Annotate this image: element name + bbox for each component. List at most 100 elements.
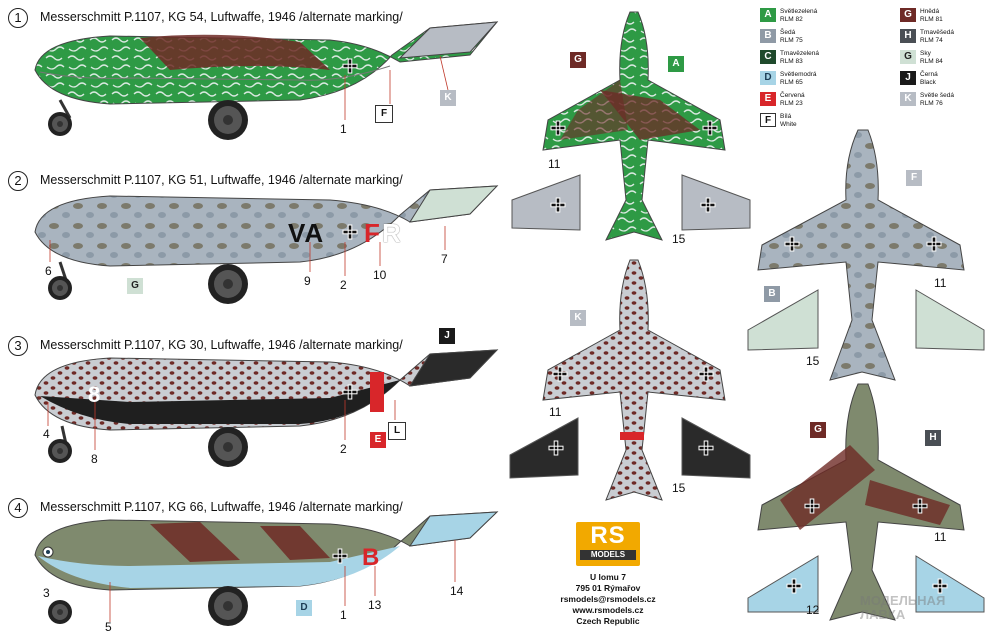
profile-3-number: 3 <box>8 336 28 356</box>
callout-3: 3 <box>43 586 50 600</box>
legend-code: RLM 76 <box>920 99 943 107</box>
legend-code: RLM 23 <box>780 99 803 107</box>
callout-13: 13 <box>368 598 382 612</box>
callout-10: 10 <box>373 268 387 282</box>
callout-1: 1 <box>340 122 347 136</box>
legend-code: RLM 74 <box>920 36 943 44</box>
fuselage-code-left: VA <box>288 218 325 248</box>
address-country: Czech Republic <box>576 616 640 626</box>
nose-number: 8 <box>88 382 101 407</box>
address-email: rsmodels@rsmodels.cz <box>560 594 656 604</box>
legend-label: Tmavězelená <box>780 50 820 57</box>
callout-14: 14 <box>450 584 464 598</box>
profile-1-aircraft <box>34 21 499 140</box>
legend-label: Tmavěšedá <box>920 29 954 36</box>
top1-badge-A: A <box>668 56 684 72</box>
address-web: www.rsmodels.cz <box>572 605 644 615</box>
color-badge-J: J <box>439 328 455 344</box>
legend-code: RLM 65 <box>780 78 803 86</box>
address-street: U lomu 7 <box>590 572 626 582</box>
top4-badge-H: H <box>925 430 941 446</box>
leader-lines <box>47 55 456 622</box>
legend-label: Bílá <box>780 113 792 120</box>
legend-label: Červená <box>780 92 805 99</box>
legend-label: Šedá <box>780 29 796 36</box>
callout-6: 6 <box>45 264 52 278</box>
legend-code: RLM 82 <box>780 15 803 23</box>
color-badge-E: E <box>370 432 386 448</box>
topview-1-aircraft <box>511 11 751 241</box>
callout-5: 5 <box>105 620 112 634</box>
fuselage-code-right-1: F <box>364 218 380 248</box>
profile-2-title: Messerschmitt P.1107, KG 51, Luftwaffe, … <box>40 173 403 187</box>
profile-4-number: 4 <box>8 498 28 518</box>
legend-code: RLM 83 <box>780 57 803 65</box>
top3-callout-11: 11 <box>934 276 947 290</box>
top1-badge-G: G <box>570 52 586 68</box>
callout-9: 9 <box>304 274 311 288</box>
topview-3-aircraft <box>747 129 985 381</box>
legend-swatch: D <box>760 71 776 85</box>
legend-code: RLM 84 <box>920 57 943 65</box>
profile-4-aircraft <box>34 511 499 626</box>
watermark: МОДЕЛЬНАЯ ЛАВКА <box>860 593 946 622</box>
legend-code: Black <box>920 78 936 86</box>
legend-swatch: J <box>900 71 916 85</box>
legend-code: White <box>780 120 797 128</box>
color-badge-D: D <box>296 600 312 616</box>
top3-badge-F: F <box>906 170 922 186</box>
callout-2b: 2 <box>340 442 347 456</box>
legend-label: Sky <box>920 50 931 57</box>
top3-callout-15: 15 <box>806 354 820 368</box>
rs-models-logo: RS MODELS <box>576 522 640 566</box>
legend-label: Světlemodrá <box>780 71 817 78</box>
legend-swatch: H <box>900 29 916 43</box>
topview-2-aircraft <box>509 259 751 501</box>
color-badge-G: G <box>127 278 143 294</box>
top1-callout-11: 11 <box>548 157 561 171</box>
profile-3-title: Messerschmitt P.1107, KG 30, Luftwaffe, … <box>40 338 403 352</box>
legend-swatch: K <box>900 92 916 106</box>
logo-models: MODELS <box>580 550 636 560</box>
address-city: 795 01 Rýmařov <box>575 583 641 593</box>
callout-7: 7 <box>441 252 448 266</box>
callout-8: 8 <box>91 452 98 466</box>
topview-4-aircraft <box>747 383 985 621</box>
legend-swatch: G <box>900 50 916 64</box>
company-address: U lomu 7 795 01 Rýmařov rsmodels@rsmodel… <box>548 572 668 627</box>
legend-swatch: E <box>760 92 776 106</box>
profile-4-title: Messerschmitt P.1107, KG 66, Luftwaffe, … <box>40 500 403 514</box>
top4-callout-12: 12 <box>806 603 820 617</box>
legend-code: RLM 75 <box>780 36 803 44</box>
profile-1-title: Messerschmitt P.1107, KG 54, Luftwaffe, … <box>40 10 403 24</box>
legend-swatch: A <box>760 8 776 22</box>
top3-badge-B: B <box>764 286 780 302</box>
profile-1-number: 1 <box>8 8 28 28</box>
logo-rs: RS <box>590 522 626 549</box>
top2-callout-15: 15 <box>672 481 686 495</box>
top4-badge-G: G <box>810 422 826 438</box>
callout-2: 2 <box>340 278 347 292</box>
callout-1b: 1 <box>340 608 347 622</box>
color-badge-F: F <box>375 105 393 123</box>
top2-badge-K: K <box>570 310 586 326</box>
top2-callout-11: 11 <box>549 405 562 419</box>
fuselage-code-right-2: R <box>382 218 401 248</box>
legend-label: Světlezelená <box>780 8 818 15</box>
legend-code: RLM 81 <box>920 15 943 23</box>
fuselage-letter-B: B <box>362 544 380 571</box>
top4-callout-11: 11 <box>934 530 947 544</box>
profile-3-aircraft <box>34 349 499 467</box>
color-badge-K: K <box>440 90 456 106</box>
profile-2-number: 2 <box>8 171 28 191</box>
profile-2-aircraft <box>34 185 499 304</box>
legend-swatch: G <box>900 8 916 22</box>
legend-label: Světle šedá <box>920 92 954 99</box>
callout-4: 4 <box>43 427 50 441</box>
legend-swatch: B <box>760 29 776 43</box>
legend-swatch: F <box>760 113 776 127</box>
legend-label: Černá <box>920 71 938 78</box>
top1-callout-15: 15 <box>672 232 686 246</box>
